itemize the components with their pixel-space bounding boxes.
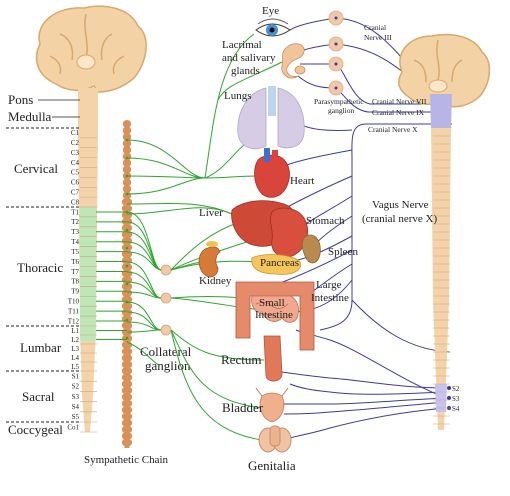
label-cn3-1: Cranial [364, 23, 386, 32]
segment-label-t4: T4 [71, 238, 79, 246]
segment-label-c3: C3 [71, 149, 80, 157]
segment-label-l2: L2 [71, 336, 79, 344]
label-sympathetic-chain: Sympathetic Chain [84, 454, 169, 466]
label-lacrimal-3: glands [231, 65, 260, 77]
label-vagus-1: Vagus Nerve [372, 199, 429, 211]
segment-label-t9: T9 [71, 288, 79, 296]
right-cord-segment-lines [433, 135, 450, 425]
salivary-glands [281, 43, 306, 79]
segment-label-l1: L1 [71, 327, 79, 335]
label-large-intestine-1: Large [316, 279, 342, 291]
bladder [259, 392, 285, 423]
segment-label-s4: S4 [72, 403, 80, 411]
segment-label-t2: T2 [71, 218, 79, 226]
segment-label-l4: L4 [71, 354, 79, 362]
label-lungs: Lungs [224, 90, 252, 102]
segment-label-t8: T8 [71, 278, 79, 286]
region-dividers [6, 127, 80, 423]
label-pons: Pons [8, 92, 33, 107]
collateral-ganglion-1 [160, 264, 172, 276]
stomach [270, 207, 308, 258]
label-para-ganglion-2: ganglion [328, 106, 354, 115]
segment-label-c5: C5 [71, 169, 80, 177]
label-cn10: Cranial Nerve X [368, 125, 418, 134]
right-brain [397, 33, 491, 108]
segment-label-s1: S1 [72, 372, 80, 380]
left-brainstem [78, 88, 98, 128]
label-kidney: Kidney [199, 275, 232, 287]
segment-label-t6: T6 [71, 258, 79, 266]
label-lacrimal-1: Lacrimal [222, 39, 262, 51]
label-small-intestine-2: Intestine [255, 309, 293, 321]
parasympathetic-ganglia [328, 10, 344, 96]
label-sacral: Sacral [22, 389, 55, 404]
segment-label-t7: T7 [71, 268, 79, 276]
segment-label-s5: S5 [72, 413, 80, 421]
segment-label-l5: L5 [71, 363, 79, 371]
segment-label-c4: C4 [71, 159, 80, 167]
segment-label-co1: Co1 [67, 423, 79, 431]
heart [254, 148, 290, 198]
segment-label-c1: C1 [71, 129, 80, 137]
label-stomach: Stomach [306, 215, 345, 227]
label-genitalia: Genitalia [248, 458, 296, 473]
segment-label-c7: C7 [71, 188, 80, 196]
label-heart: Heart [290, 175, 314, 187]
segment-labels: C1C2C3C4C5C6C7C8T1T2T3T4T5T6T7T8T9T10T11… [67, 129, 79, 431]
rectum [263, 335, 283, 382]
eye [255, 18, 291, 37]
segment-label-t5: T5 [71, 248, 79, 256]
collateral-ganglion-2 [160, 292, 172, 304]
label-vagus-2: (cranial nerve X) [362, 213, 437, 225]
label-pancreas: Pancreas [260, 257, 299, 269]
label-rectum: Rectum [221, 352, 261, 367]
segment-label-c2: C2 [71, 139, 80, 147]
right-cord-sacral-zone [435, 384, 447, 412]
segment-label-s3: S3 [72, 393, 80, 401]
label-lumbar: Lumbar [20, 340, 62, 355]
label-spleen: Spleen [328, 246, 358, 258]
right-seg-s4: S4 [452, 405, 460, 413]
left-cord-segment-lines [80, 137, 97, 433]
label-collateral-1: Collateral [140, 344, 192, 359]
lungs [237, 86, 305, 150]
label-large-intestine-2: Intestine [311, 292, 349, 304]
kidney [198, 241, 221, 278]
segment-label-c6: C6 [71, 179, 80, 187]
label-cn3-2: Nerve III [364, 33, 392, 42]
label-bladder: Bladder [222, 400, 264, 415]
label-cervical: Cervical [14, 161, 58, 176]
left-cord-sympathetic-zone [79, 207, 97, 341]
right-seg-s2: S2 [452, 385, 460, 393]
pancreas [251, 254, 302, 275]
right-seg-s3: S3 [452, 395, 460, 403]
collateral-ganglion-3 [160, 324, 172, 336]
label-cn9: Cranial Nerve IX [372, 108, 425, 117]
left-brain [35, 5, 147, 93]
segment-label-t12: T12 [68, 317, 80, 325]
segment-label-s2: S2 [72, 383, 80, 391]
segment-label-t10: T10 [68, 298, 80, 306]
label-eye: Eye [262, 5, 279, 17]
label-thoracic: Thoracic [17, 260, 63, 275]
sympathetic-chain [121, 120, 172, 448]
label-liver: Liver [199, 207, 223, 219]
label-para-ganglion-1: Parasympathetic [314, 97, 364, 106]
segment-label-t3: T3 [71, 228, 79, 236]
right-spinal-cord [431, 128, 451, 430]
segment-label-t1: T1 [71, 208, 79, 216]
label-medulla: Medulla [8, 109, 52, 124]
segment-label-l3: L3 [71, 345, 79, 353]
segment-label-c8: C8 [71, 198, 80, 206]
sympathetic-nerves [96, 33, 283, 441]
right-brainstem [430, 94, 452, 128]
label-lacrimal-2: and salivary [222, 52, 276, 64]
segment-label-t11: T11 [68, 307, 80, 315]
label-small-intestine-1: Small [259, 297, 285, 309]
label-cn7: Cranial Nerve VII [372, 97, 427, 106]
spleen [301, 234, 321, 264]
genitalia [258, 425, 292, 453]
label-coccygeal: Coccygeal [8, 422, 63, 437]
